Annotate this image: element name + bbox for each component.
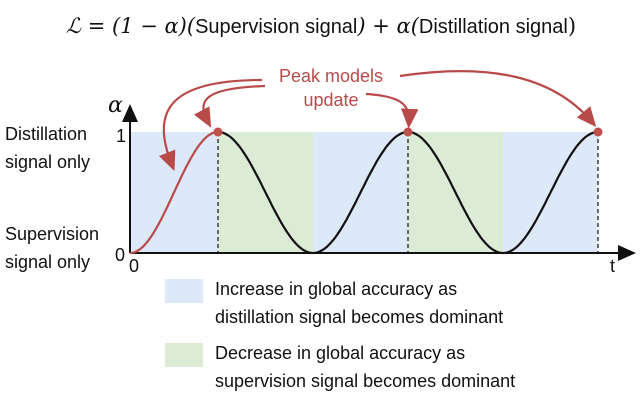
legend-swatch-decrease <box>165 343 203 367</box>
label-distillation-line2: signal only <box>5 152 91 172</box>
formula-term-supervision: Supervision signal <box>195 16 358 38</box>
legend-increase-line2: distillation signal becomes dominant <box>215 307 504 327</box>
label-distillation-line1: Distillation <box>5 124 88 144</box>
alpha-ramp-curve <box>129 130 219 255</box>
label-supervision-only: Supervision signal only <box>5 220 99 276</box>
loss-formula: ℒ = (1 − α)(Supervision signal) + α(Dist… <box>0 14 642 39</box>
callout-line2: update <box>303 90 358 110</box>
callout-arrow-to-ramp <box>158 78 263 172</box>
formula-middle: ) + α( <box>357 14 419 38</box>
legend-increase-line1: Increase in global accuracy as <box>215 279 458 299</box>
peak-marker-3 <box>593 127 603 137</box>
label-distillation-only: Distillation signal only <box>5 120 90 176</box>
legend-decrease-line1: Decrease in global accuracy as <box>215 343 466 363</box>
y-tick-1: 1 <box>116 126 126 146</box>
callout-arrow-to-peak-1 <box>193 84 266 128</box>
callout-arrow-to-peak-2 <box>365 92 419 129</box>
y-tick-0: 0 <box>115 245 125 265</box>
formula-prefix: ℒ = (1 − α)( <box>65 14 196 38</box>
label-supervision-line1: Supervision <box>5 224 100 244</box>
y-axis-symbol: α <box>108 93 123 118</box>
x-origin-label: 0 <box>129 256 139 276</box>
legend-swatch-increase <box>165 279 203 303</box>
label-supervision-line2: signal only <box>5 252 91 272</box>
callout-arrow-to-peak-3 <box>399 69 597 128</box>
peak-marker-2 <box>403 127 413 137</box>
formula-suffix: ) <box>567 14 577 38</box>
x-axis-symbol: t <box>610 256 615 276</box>
formula-term-distillation: Distillation signal <box>418 16 568 38</box>
legend-decrease-line2: supervision signal becomes dominant <box>215 371 516 391</box>
peak-marker-1 <box>213 127 223 137</box>
callout-line1: Peak models <box>279 66 383 86</box>
